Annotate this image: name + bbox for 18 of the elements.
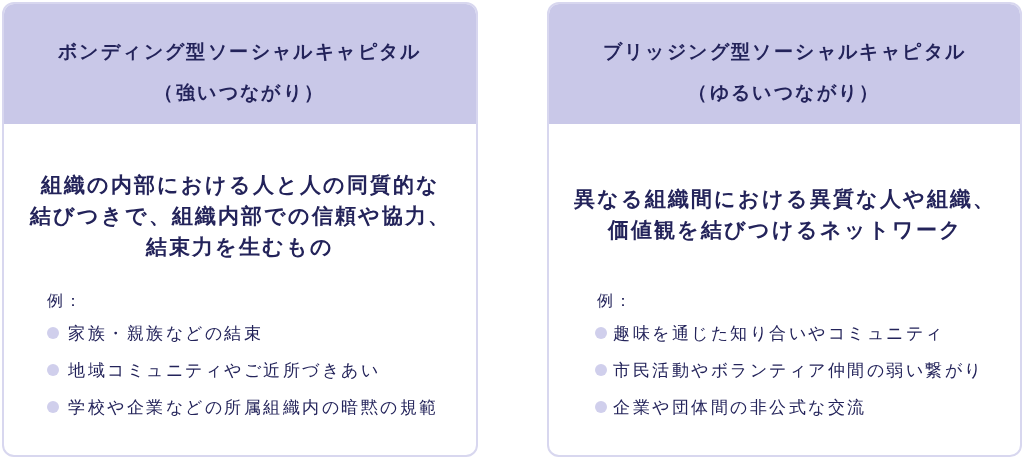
card-title: ブリッジング型ソーシャルキャピタル: [601, 39, 968, 64]
description-text: 異なる組織間における異質な人や組織、価値観を結びつけるネットワーク: [573, 186, 997, 244]
card: [2, 2, 478, 457]
card-subtitle: （強いつながり）: [153, 80, 327, 105]
card: [547, 2, 1022, 457]
card-header: [549, 4, 1020, 124]
card-title: ボンディング型ソーシャルキャピタル: [57, 39, 423, 64]
list-item: 地域コミュニティやご近所づきあい: [68, 359, 380, 382]
card-header: [4, 4, 476, 124]
list-item: 企業や団体間の非公式な交流: [613, 396, 867, 419]
description-text: 組織の内部における人と人の同質的な結びつきで、組織内部での信頼や協力、結束力を生むもの: [28, 172, 452, 261]
example-label: 例：: [47, 290, 83, 312]
list-item: 家族・親族などの結束: [68, 322, 263, 345]
example-label: 例：: [597, 290, 633, 312]
list-item: 趣味を通じた知り合いやコミュニティ: [613, 322, 945, 345]
list-item: 学校や企業などの所属組織内の暗黙の規範: [68, 396, 439, 419]
card-subtitle: （ゆるいつながり）: [687, 80, 882, 105]
list-item: 市民活動やボランティア仲間の弱い繋がり: [613, 359, 984, 382]
